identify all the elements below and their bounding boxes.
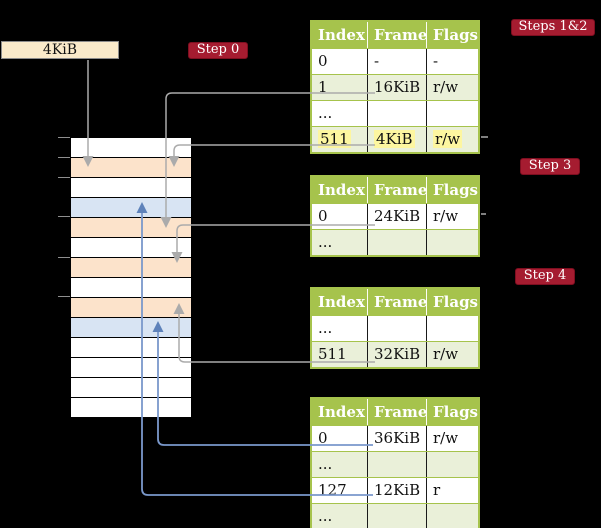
memory-tick [58, 157, 70, 158]
table-header-cell: Index [312, 399, 368, 425]
table-header-cell: Flags [433, 293, 478, 311]
memory-row-2 [71, 178, 191, 198]
table-cell: 511 [312, 342, 368, 367]
physical-memory-stack [70, 137, 192, 418]
table-cell [427, 452, 478, 477]
badge-steps-1-2: Steps 1&2 [511, 19, 595, 36]
table-cell: 36KiB [368, 426, 427, 451]
memory-row-5 [71, 238, 191, 258]
table-cell: ... [312, 452, 368, 477]
table-cell [368, 230, 427, 255]
table-header-cell: Index [312, 177, 368, 203]
table-cell: 12KiB [368, 478, 427, 503]
table-header-cell: Index [312, 289, 368, 315]
table-row: ... [312, 229, 478, 255]
table-cell [368, 316, 427, 341]
highlighted-value: r/w [433, 130, 463, 148]
memory-tick [58, 216, 70, 217]
table-cell [368, 452, 427, 477]
table-cell: r/w [433, 78, 459, 96]
table-header-cell: Frame [368, 289, 427, 315]
table-cell: - [433, 52, 439, 70]
memory-row-1 [71, 158, 191, 178]
table-header-cell: Flags [433, 403, 478, 421]
memory-row-10 [71, 338, 191, 358]
highlighted-value: 4KiB [374, 130, 415, 148]
table-cell: r/w [433, 429, 459, 447]
memory-row-4 [71, 218, 191, 238]
table-cell [368, 101, 427, 126]
table-cell: r/w [433, 345, 459, 363]
table-cell [427, 316, 478, 341]
memory-row-7 [71, 278, 191, 298]
memory-row-12 [71, 378, 191, 398]
memory-row-9 [71, 318, 191, 338]
highlighted-value: 511 [318, 130, 351, 148]
table-cell: 0 [312, 49, 368, 74]
table-cell: 16KiB [368, 75, 427, 100]
table-cell: - [368, 49, 427, 74]
memory-row-0 [71, 138, 191, 158]
memory-tick [58, 137, 70, 138]
table-row: ... [312, 503, 478, 528]
table-row: ... [312, 100, 478, 126]
memory-row-11 [71, 358, 191, 378]
table-cell: r/w [427, 127, 478, 152]
table-cell: ... [312, 316, 368, 341]
table-cell: 4KiB [368, 127, 427, 152]
table-row: ... [312, 315, 478, 341]
table-cell: 127 [312, 478, 368, 503]
table-header-cell: Flags [433, 181, 478, 199]
memory-row-13 [71, 398, 191, 417]
table-cell: ... [312, 101, 368, 126]
table-row: ... [312, 451, 478, 477]
memory-tick [58, 296, 70, 297]
table-cell: 24KiB [368, 204, 427, 229]
memory-row-8 [71, 298, 191, 318]
table-cell: 511 [312, 127, 368, 152]
memory-tick [58, 257, 70, 258]
table-header-cell: Frame [368, 22, 427, 48]
table-cell [427, 101, 478, 126]
badge-step-3: Step 3 [520, 158, 580, 175]
badge-step-4: Step 4 [515, 268, 575, 285]
table-cell: 32KiB [368, 342, 427, 367]
memory-tick [58, 177, 70, 178]
table-cell [427, 504, 478, 528]
table-row: 0-- [312, 48, 478, 74]
table-cell: r/w [433, 207, 459, 225]
table-cell [368, 504, 427, 528]
frame-size-label: 4KiB [1, 41, 119, 59]
table-header-cell: Frame [368, 399, 427, 425]
table-cell: ... [312, 504, 368, 528]
table-row: 511 4KiB r/w [312, 126, 478, 152]
table-cell: 0 [312, 426, 368, 451]
table-cell: ... [312, 230, 368, 255]
table-header-cell: Index [312, 22, 368, 48]
table-cell [427, 230, 478, 255]
table-cell: r [433, 481, 441, 499]
table-header-cell: Frame [368, 177, 427, 203]
memory-row-3 [71, 198, 191, 218]
table-header-cell: Flags [433, 26, 478, 44]
table-cell: 0 [312, 204, 368, 229]
badge-step-0: Step 0 [188, 42, 248, 59]
table-cell: 1 [312, 75, 368, 100]
memory-row-6 [71, 258, 191, 278]
